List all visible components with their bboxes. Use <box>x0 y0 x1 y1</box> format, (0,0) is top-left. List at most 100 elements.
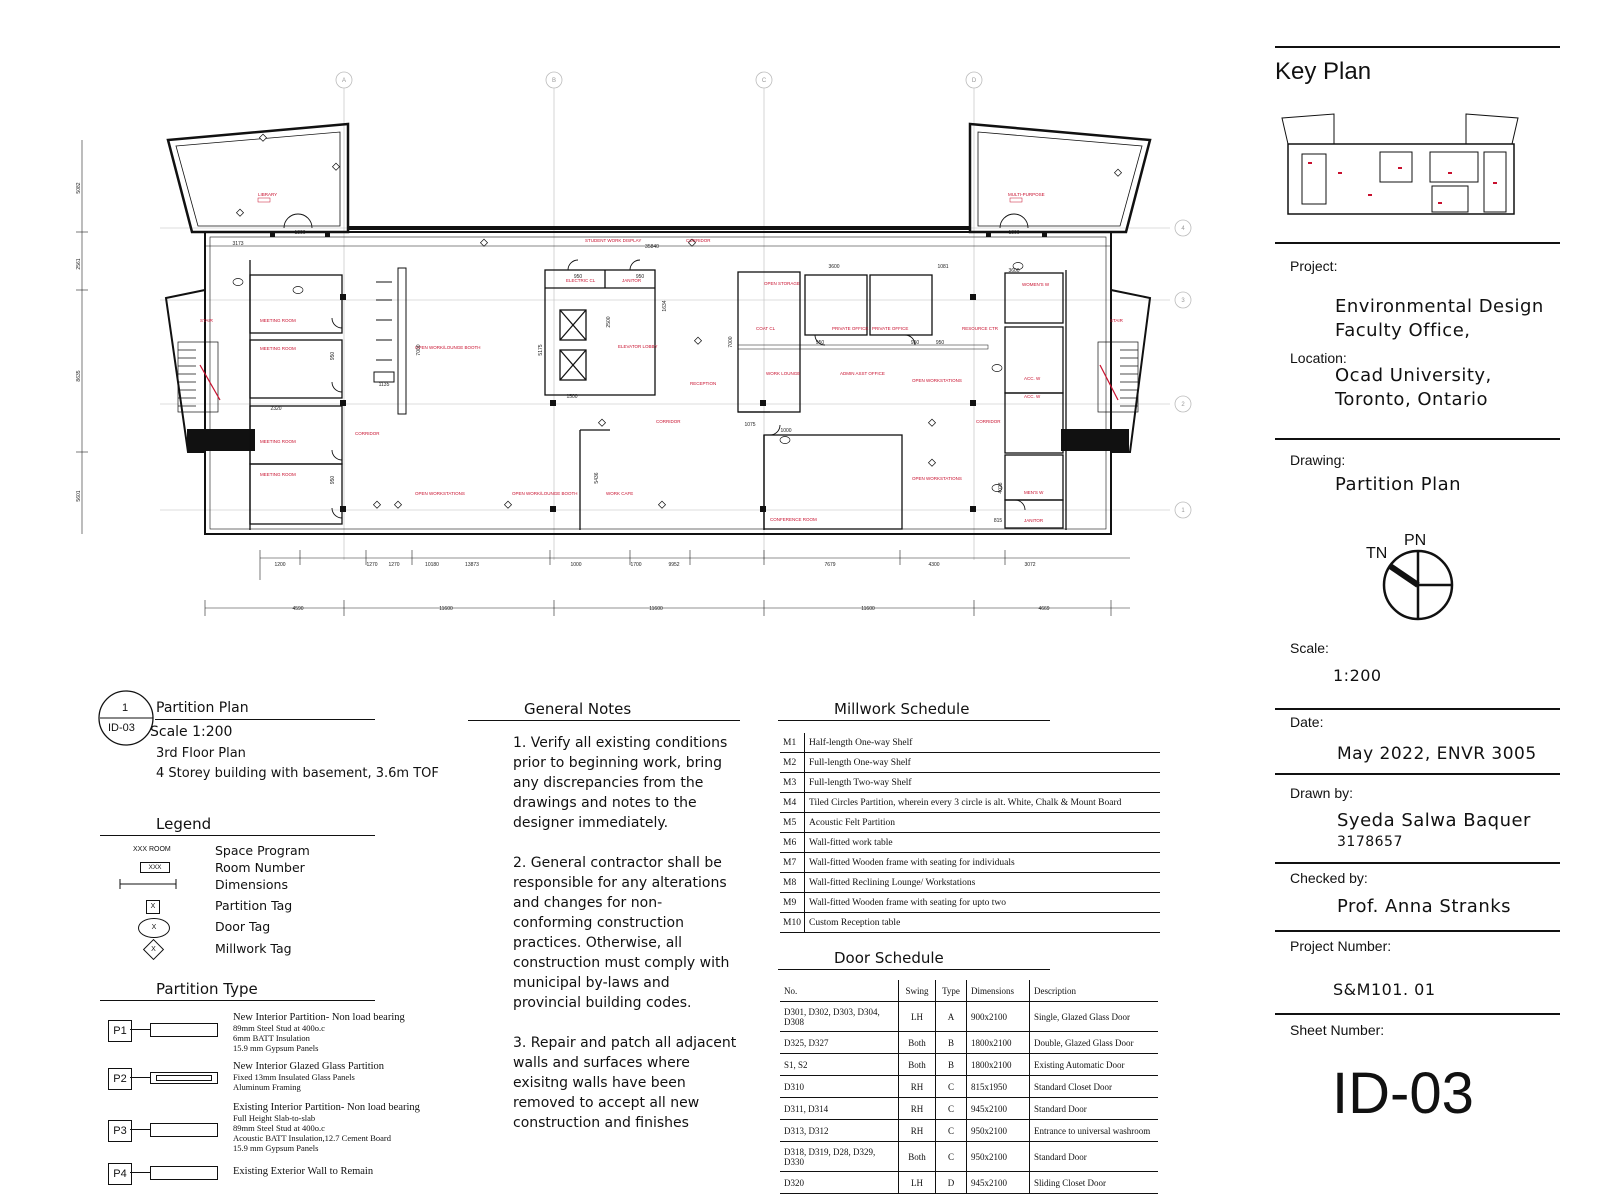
grid-bubble-d: D <box>972 78 977 84</box>
door-description: Standard Closet Door <box>1029 1075 1158 1098</box>
door-schedule-table: No. Swing Type Dimensions Description D3… <box>780 980 1158 1194</box>
grid-bubble-3: 3 <box>1181 298 1185 304</box>
dim-17: 1075 <box>744 422 755 428</box>
grid-bubble-a: A <box>342 78 346 84</box>
millwork-desc: Tiled Circles Partition, wherein every 3… <box>804 792 1160 813</box>
door-description: Standard Door <box>1029 1141 1158 1172</box>
partition-p3-line-4: 15.9 mm Gypsum Panels <box>233 1143 319 1153</box>
dim-9: 35840 <box>645 244 659 250</box>
door-swing: RH <box>898 1119 936 1142</box>
dim-34: 3072 <box>1024 562 1035 568</box>
door-dimensions: 945x2100 <box>966 1097 1030 1120</box>
dim-11: 1081 <box>937 264 948 270</box>
room-student-display: STUDENT WORK DISPLAY <box>585 238 641 243</box>
dim-36: 11600 <box>439 606 453 612</box>
drawing-sheet-ref: ID-03 <box>108 722 135 734</box>
dim-2: 1800 <box>294 230 305 236</box>
drawing-label: Drawing: <box>1290 452 1346 468</box>
general-notes-title: General Notes <box>524 700 632 718</box>
washrooms-right <box>1004 270 1067 530</box>
drawing-title: Partition Plan <box>156 700 249 716</box>
partition-type-title: Partition Type <box>156 980 258 998</box>
room-corridor-2: CORRIDOR <box>355 431 380 436</box>
legend-title: Legend <box>156 815 212 833</box>
meeting-rooms-left <box>249 260 343 530</box>
partition-p1-line-1: 89mm Steel Stud at 400o.c <box>233 1023 325 1033</box>
grid-bubble-1: 1 <box>1181 508 1185 514</box>
partition-tag-p3: P3 <box>108 1120 132 1142</box>
drawing-scale: Scale 1:200 <box>150 724 233 740</box>
sheet-number: ID-03 <box>1332 1061 1474 1126</box>
dim-5: 1135 <box>379 382 390 388</box>
project-line-2: Faculty Office, <box>1335 320 1471 341</box>
legend-dimensions: Dimensions <box>215 877 288 892</box>
door-swing: LH <box>898 1001 936 1032</box>
millwork-desc: Wall-fitted work table <box>804 832 1160 853</box>
millwork-code: M9 <box>780 892 805 913</box>
dim-40: 5082 <box>76 182 82 193</box>
dim-13: 950 <box>816 340 825 346</box>
room-elevator-lobby: ELEVATOR LOBBY <box>618 344 658 349</box>
door-dimensions: 950x2100 <box>966 1141 1030 1172</box>
partition-p1-line-2: 6mm BATT Insulation <box>233 1033 310 1043</box>
millwork-code: M8 <box>780 872 805 893</box>
legend-partition-tag-icon: X <box>146 900 160 914</box>
partition-p3-swatch <box>150 1123 218 1137</box>
drawing-title-bubble <box>98 690 154 746</box>
door-no: D311, D314 <box>780 1097 899 1120</box>
date-value: May 2022, ENVR 3005 <box>1337 744 1537 764</box>
room-open-lounge-1: OPEN WORK/LOUNGE BOOTH <box>415 345 481 350</box>
room-janitor-2: JANITOR <box>1024 518 1044 523</box>
drawn-by-id: 3178657 <box>1337 834 1403 850</box>
drawn-by-name: Syeda Salwa Baquer <box>1337 810 1531 831</box>
dim-8: 950 <box>636 274 645 280</box>
door-type: C <box>935 1141 967 1172</box>
partition-p1-line-3: 15.9 mm Gypsum Panels <box>233 1043 319 1053</box>
millwork-code: M3 <box>780 772 805 793</box>
location-label: Location: <box>1290 350 1347 366</box>
door-no: D325, D327 <box>780 1031 899 1054</box>
door-description: Existing Automatic Door <box>1029 1053 1158 1076</box>
legend-room-number: Room Number <box>215 860 305 875</box>
partition-p2-title: New Interior Glazed Glass Partition <box>233 1061 385 1072</box>
partition-tag-p1: P1 <box>108 1020 132 1042</box>
door-type: D <box>935 1171 967 1194</box>
project-number-label: Project Number: <box>1290 938 1392 954</box>
door-no: S1, S2 <box>780 1053 899 1076</box>
partition-p3-title: Existing Interior Partition- Non load be… <box>233 1102 420 1113</box>
legend-door-tag-icon: X <box>138 918 170 938</box>
door-header-description: Description <box>1029 980 1158 1002</box>
millwork-desc: Acoustic Felt Partition <box>804 812 1160 833</box>
door-description: Standard Door <box>1029 1097 1158 1120</box>
room-multipurpose: MULTI-PURPOSE <box>1008 192 1045 197</box>
lounge-shelving <box>373 267 407 415</box>
legend-xxx-room-sample: XXX ROOM <box>133 846 171 853</box>
drawing-description: 4 Storey building with basement, 3.6m TO… <box>156 766 439 781</box>
partition-p3-line-1: Full Height Slab-to-slab <box>233 1113 316 1123</box>
elevator-core <box>544 269 656 530</box>
checked-by-label: Checked by: <box>1290 870 1368 886</box>
scale-label: Scale: <box>1290 640 1329 656</box>
room-open-lounge-2: OPEN WORK/LOUNGE BOOTH <box>512 491 578 496</box>
room-meeting-1: MEETING ROOM <box>260 318 296 323</box>
dim-31: 9952 <box>668 562 679 568</box>
door-swing: RH <box>898 1075 936 1098</box>
millwork-code: M1 <box>780 733 805 753</box>
room-acc-2: ACC. W <box>1024 394 1041 399</box>
door-swing: RH <box>898 1097 936 1120</box>
door-description: Single, Glazed Glass Door <box>1029 1001 1158 1032</box>
door-swing: LH <box>898 1171 936 1194</box>
dim-16: 1000 <box>780 428 791 434</box>
legend-partition-tag: Partition Tag <box>215 898 293 913</box>
structural-columns <box>270 232 1047 512</box>
legend-space-program: Space Program <box>215 843 310 858</box>
stair-right <box>1097 341 1139 413</box>
